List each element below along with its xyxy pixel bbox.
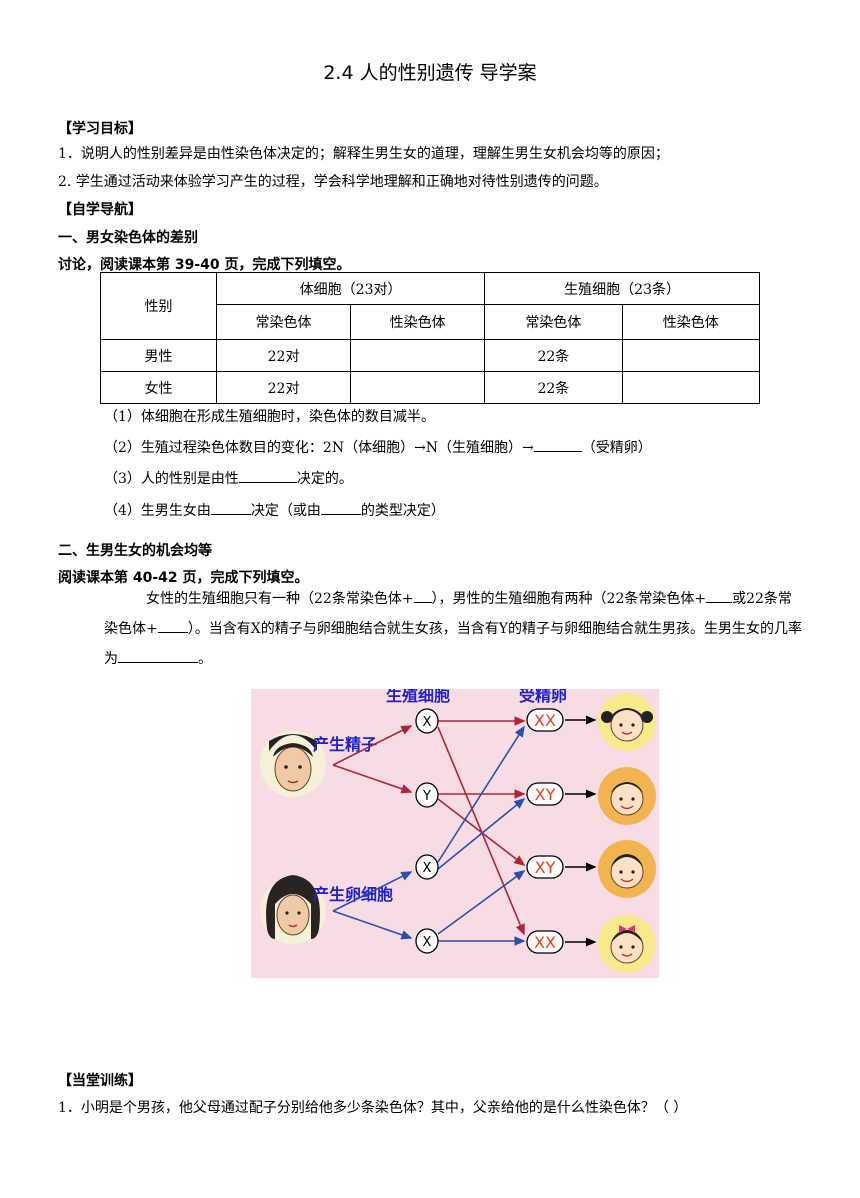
blank-cell[interactable] — [350, 339, 486, 372]
label-sperm: 产生精子 — [313, 735, 377, 754]
arrow-father-x — [332, 725, 413, 766]
svg-text:X: X — [423, 935, 432, 950]
row-germ-auto: 22条 — [484, 339, 623, 372]
arrow-egg2-zygote3 — [437, 870, 526, 935]
label-egg: 产生卵细胞 — [313, 885, 393, 904]
question-1: （1）体细胞在形成生殖细胞时，染色体的数目减半。 — [104, 409, 435, 425]
blank-field[interactable] — [413, 588, 432, 603]
section1-instruction: 讨论，阅读课本第 39-40 页，完成下列填空。 — [58, 257, 351, 273]
child-girl-2 — [598, 915, 656, 973]
section2-heading: 二、生男生女的机会均等 — [58, 543, 212, 559]
svg-text:X: X — [423, 715, 432, 730]
blank-cell[interactable] — [621, 371, 761, 404]
zygote-4: XX — [526, 930, 564, 954]
header-germ: 生殖细胞（23条） — [484, 272, 760, 305]
row-germ-auto: 22条 — [484, 371, 623, 404]
blank-field[interactable] — [210, 500, 251, 515]
label-germ-cells: 生殖细胞 — [386, 689, 450, 705]
arrow-father-y — [332, 764, 413, 794]
zygote-1: XX — [526, 708, 564, 732]
child-girl-1 — [598, 693, 656, 751]
header-auto-1: 常染色体 — [215, 304, 352, 340]
svg-text:Y: Y — [422, 789, 431, 804]
page-title: 2.4 人的性别遗传 导学案 — [323, 62, 537, 84]
child-boy-2 — [598, 840, 656, 898]
nav-heading: 【自学导航】 — [58, 202, 142, 218]
mother-portrait — [260, 875, 326, 944]
section1-heading: 一、男女染色体的差别 — [58, 230, 198, 246]
label-zygote: 受精卵 — [519, 689, 567, 705]
inheritance-figure: 生殖细胞 受精卵 产生精子 产生卵细胞 X Y X — [251, 686, 659, 978]
svg-text:XX: XX — [534, 711, 556, 730]
objective-1: 1．说明人的性别差异是由性染色体决定的；解释生男生女的道理，理解生男生女机会均等… — [58, 146, 669, 162]
arrow-y-zygote3 — [437, 798, 526, 866]
gamete-1: X — [415, 708, 439, 734]
row-sex: 女性 — [100, 371, 217, 404]
blank-cell[interactable] — [621, 339, 761, 372]
inheritance-diagram: 生殖细胞 受精卵 产生精子 产生卵细胞 X Y X — [260, 686, 656, 973]
table-row: 男性 22对 22条 — [100, 339, 761, 372]
blank-field[interactable] — [157, 618, 188, 633]
svg-text:XY: XY — [535, 785, 556, 804]
row-sex: 男性 — [100, 339, 217, 372]
blank-field[interactable] — [320, 500, 361, 515]
question-4: （4）生男生女由决定（或由的类型决定） — [104, 500, 445, 520]
svg-text:XY: XY — [535, 858, 556, 877]
father-portrait — [260, 731, 326, 797]
gamete-3: X — [415, 854, 439, 880]
arrow-egg1-zygote2 — [437, 797, 526, 870]
header-sex: 性别 — [100, 272, 217, 340]
blank-field[interactable] — [706, 588, 733, 603]
objectives-heading: 【学习目标】 — [58, 121, 142, 137]
arrow-mother-x2 — [332, 910, 413, 940]
header-somatic: 体细胞（23对） — [215, 272, 486, 305]
chromosome-table: 性别 体细胞（23对） 生殖细胞（23条） 常染色体 性染色体 常染色体 性染色… — [100, 272, 761, 404]
header-sex-chrom-1: 性染色体 — [350, 304, 486, 340]
blank-field[interactable] — [118, 648, 198, 663]
question-3: （3）人的性别是由性决定的。 — [104, 468, 353, 488]
arrow-mother-x1 — [332, 871, 413, 912]
practice-heading: 【当堂训练】 — [58, 1073, 142, 1089]
practice-question-1: 1．小明是个男孩，他父母通过配子分别给他多少条染色体？其中，父亲给他的是什么性染… — [58, 1100, 688, 1116]
gamete-4: X — [415, 928, 439, 954]
blank-field[interactable] — [533, 437, 582, 452]
svg-text:XX: XX — [534, 933, 556, 952]
zygote-2: XY — [526, 782, 564, 806]
zygote-3: XY — [526, 855, 564, 879]
section2-paragraph: 女性的生殖细胞只有一种（22条常染色体+），男性的生殖细胞有两种（22条常染色体… — [104, 584, 804, 674]
section2-instruction: 阅读课本第 40-42 页，完成下列填空。 — [58, 570, 309, 586]
question-2: （2）生殖过程染色体数目的变化：2N（体细胞）→N（生殖细胞）→（受精卵） — [104, 437, 652, 457]
row-somatic-auto: 22对 — [215, 339, 352, 372]
row-somatic-auto: 22对 — [215, 371, 352, 404]
blank-field[interactable] — [238, 468, 297, 483]
child-boy-1 — [598, 767, 656, 825]
arrow-egg1-zygote1 — [437, 725, 525, 863]
svg-text:X: X — [423, 861, 432, 876]
blank-cell[interactable] — [350, 371, 486, 404]
header-sex-chrom-2: 性染色体 — [621, 304, 761, 340]
arrow-x-zygote4 — [437, 726, 525, 936]
gamete-2: Y — [415, 782, 439, 808]
objective-2: 2. 学生通过活动来体验学习产生的过程，学会科学地理解和正确地对待性别遗传的问题… — [58, 174, 608, 190]
table-row: 女性 22对 22条 — [100, 371, 761, 404]
header-auto-2: 常染色体 — [484, 304, 623, 340]
